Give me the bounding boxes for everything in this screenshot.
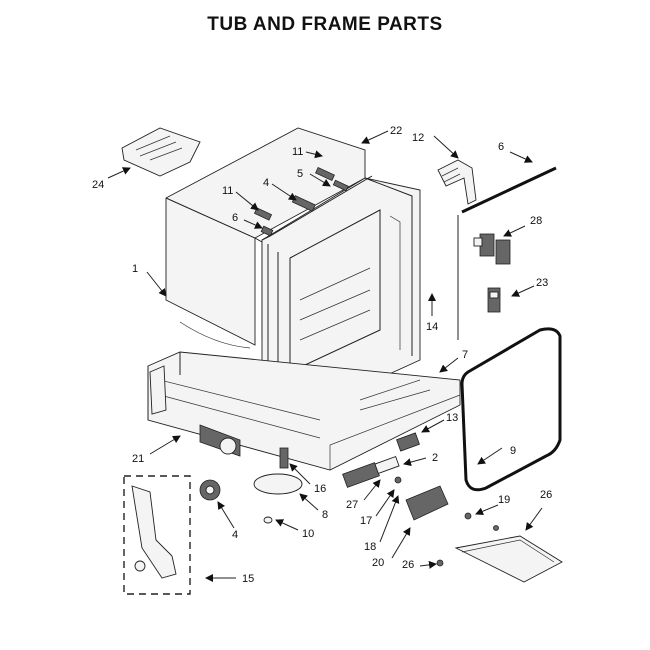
callout-6-mid: 6 [232, 212, 238, 224]
part-9-10-float [253, 473, 303, 524]
parts-2-28-17-hardware [342, 455, 402, 488]
callout-17: 17 [360, 515, 372, 527]
callout-27: 28 [530, 215, 542, 227]
callout-16: 16 [314, 483, 326, 495]
callout-4: 4 [232, 529, 238, 541]
part-7-side-strip [457, 166, 557, 340]
callout-10: 10 [302, 528, 314, 540]
callout-26: 26 [540, 489, 552, 501]
callout-s: 9 [510, 445, 516, 457]
callout-21: 21 [132, 453, 144, 465]
part-15-group [123, 475, 191, 595]
callout-25: 26 [402, 559, 414, 571]
callout-28: 27 [346, 499, 358, 511]
callout-19: 19 [498, 494, 510, 506]
callout-15: 15 [242, 573, 254, 585]
callout-13: 13 [446, 412, 458, 424]
callout-20: 20 [372, 557, 384, 569]
part-24-packet [121, 127, 201, 177]
part-19-screw [464, 512, 472, 520]
base-assembly [147, 351, 461, 471]
parts-5-6-11-clips [253, 166, 349, 237]
callout-23: 23 [536, 277, 548, 289]
part-4-wheel [199, 479, 221, 501]
part-27-bracket [473, 233, 511, 265]
part-25-screw [436, 559, 444, 567]
part-12-bracket [437, 159, 477, 205]
callout-24: 24 [92, 179, 104, 191]
callout-18: 18 [364, 541, 376, 553]
callout-1: 1 [132, 263, 138, 275]
callout-8: 7 [462, 349, 468, 361]
callout-11-mid: 11 [222, 185, 233, 197]
callout-5: 4 [263, 177, 269, 189]
callout-9: 8 [322, 509, 328, 521]
callout-2: 2 [432, 452, 438, 464]
part-16-spring [279, 447, 289, 469]
callout-7: 6 [498, 141, 504, 153]
part-21-bracket [149, 365, 167, 415]
leader-lines [107, 130, 543, 582]
part-23-bracket [487, 287, 501, 313]
callout-6-top: 5 [297, 168, 303, 180]
diagram-title: TUB AND FRAME PARTS [207, 14, 443, 35]
part-8-gasket [460, 327, 562, 492]
part-26-bracket [454, 525, 563, 583]
part-20-box [405, 485, 449, 521]
callout-12: 12 [412, 132, 424, 144]
callout-14: 14 [426, 321, 438, 333]
callout-11-top: 11 [292, 146, 303, 158]
callout-22: 22 [390, 125, 402, 137]
